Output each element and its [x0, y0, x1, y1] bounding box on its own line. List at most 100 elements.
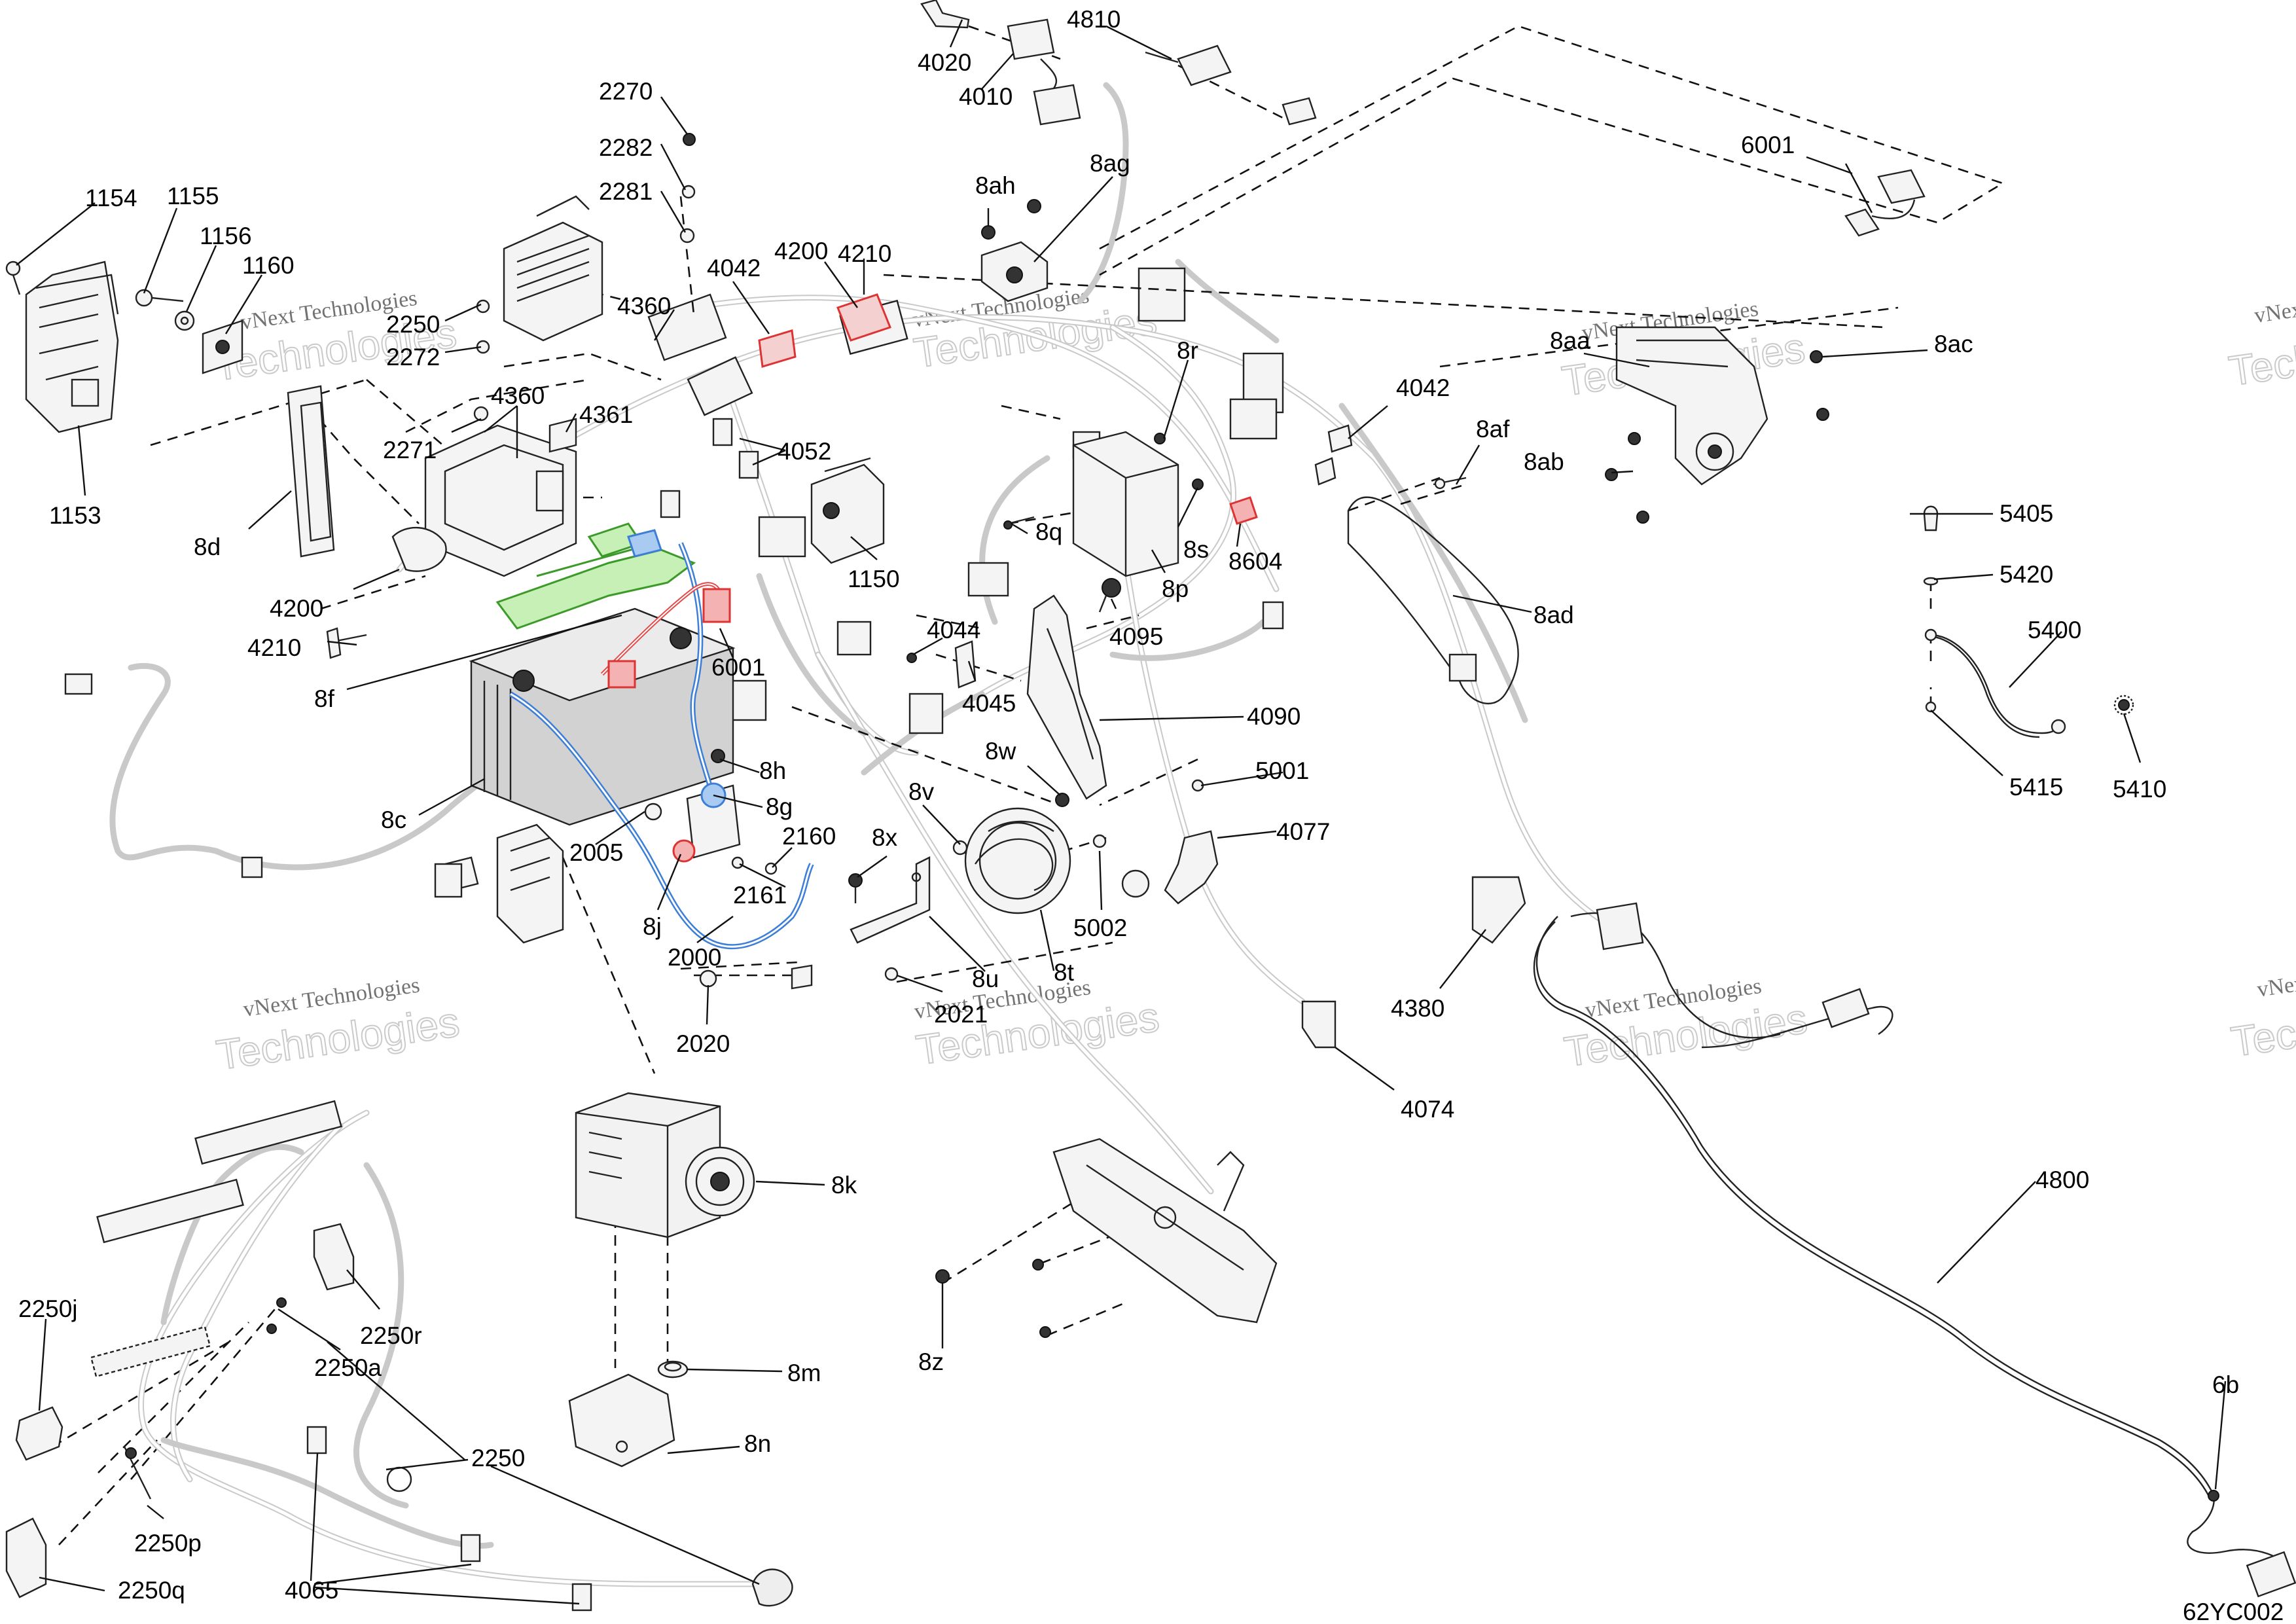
- callout-8z: 8z: [918, 1348, 944, 1375]
- relay-box-lower-left: [444, 823, 564, 944]
- callout-2005: 2005: [569, 839, 623, 866]
- callout-4200-left: 4200: [270, 595, 323, 622]
- bracket-8ad: [1347, 496, 1519, 705]
- callout-2250p: 2250p: [134, 1530, 202, 1557]
- sensor-5400-group: [1923, 505, 2134, 738]
- callout-1155: 1155: [167, 183, 219, 209]
- watermark-8: Technologies vNext Technologies: [2227, 953, 2296, 1066]
- watermark-6: Technologies vNext Technologies: [1561, 974, 1811, 1076]
- fastener-8s: [1192, 478, 1204, 490]
- callout-4065: 4065: [285, 1577, 338, 1604]
- callout-8ac: 8ac: [1934, 331, 1973, 357]
- callout-4361: 4361: [579, 401, 633, 428]
- connectors-5001-5002: [1092, 779, 1204, 898]
- bracket-4090: [1026, 594, 1107, 800]
- callout-8t: 8t: [1054, 959, 1075, 986]
- watermark-text-8: vNext Technologies: [2255, 953, 2296, 1001]
- module-8p: [1072, 431, 1179, 577]
- abs-module-8k: [575, 1092, 755, 1238]
- fuse-box-1153: [25, 261, 119, 433]
- callout-5001: 5001: [1255, 757, 1309, 784]
- grommet-8m: [657, 1360, 689, 1379]
- callout-6001-battery: 6001: [711, 654, 765, 681]
- callout-4800: 4800: [2036, 1166, 2089, 1193]
- callout-2271: 2271: [383, 437, 437, 463]
- sensor-4380: [1471, 876, 1526, 944]
- callout-1160: 1160: [242, 252, 295, 279]
- connector-4077: [1164, 830, 1219, 905]
- fuses-4052: [660, 418, 759, 518]
- callout-4044: 4044: [927, 617, 980, 643]
- connector-2250p: [123, 1446, 152, 1500]
- fasteners-2250-2272-2271: [473, 299, 490, 422]
- fasteners-2270-2282-2281: [679, 133, 696, 244]
- callout-2250q: 2250q: [118, 1577, 185, 1604]
- relay-4044-4045: [906, 640, 977, 689]
- callout-4090: 4090: [1247, 703, 1300, 730]
- callout-8f: 8f: [314, 685, 335, 712]
- nut-8w: [1055, 793, 1069, 807]
- callout-4810: 4810: [1067, 6, 1121, 33]
- clip-4074: [1301, 1000, 1336, 1049]
- cable-6001: [600, 582, 731, 689]
- callout-2160: 2160: [782, 823, 836, 850]
- callout-2270: 2270: [599, 78, 653, 105]
- callout-4210: 4210: [838, 240, 891, 267]
- actuator-8aa: [1615, 326, 1768, 486]
- callout-8m: 8m: [787, 1360, 821, 1386]
- callout-4052: 4052: [778, 438, 831, 465]
- screw-1155: [135, 289, 184, 307]
- fasteners-2020-2021: [699, 964, 899, 990]
- battery-8c: [469, 607, 736, 826]
- fuse-holder-4200-left: [391, 526, 447, 572]
- callout-8w: 8w: [985, 738, 1016, 765]
- callout-2020: 2020: [676, 1030, 730, 1057]
- grommet-plate-1160: [202, 319, 243, 374]
- pedal-assembly: [1052, 1138, 1278, 1324]
- callout-8c: 8c: [381, 806, 406, 833]
- bracket-4020: [920, 0, 970, 29]
- screw-8af: [1433, 477, 1467, 490]
- callout-2250a: 2250a: [314, 1354, 382, 1381]
- callout-8j: 8j: [643, 913, 662, 940]
- callout-4020: 4020: [918, 49, 971, 76]
- sensor-4095: [1098, 578, 1121, 613]
- callout-8g: 8g: [766, 793, 793, 820]
- callout-2021: 2021: [934, 1001, 988, 1028]
- clip-2250q: [5, 1517, 47, 1598]
- module-1150: [810, 457, 885, 564]
- callout-5002: 5002: [1073, 914, 1127, 941]
- callout-4042: 4042: [707, 255, 761, 281]
- callout-8h: 8h: [759, 757, 786, 784]
- callout-8af: 8af: [1476, 416, 1510, 442]
- callout-2250-top: 2250: [386, 311, 440, 338]
- callout-8ab: 8ab: [1524, 448, 1564, 475]
- clip-4210: [326, 627, 367, 659]
- callout-2250j: 2250j: [18, 1295, 78, 1322]
- connector-4810: [1145, 45, 1317, 126]
- callout-4010: 4010: [959, 83, 1013, 110]
- harness-2250: [90, 1100, 793, 1607]
- callout-5405: 5405: [2000, 500, 2053, 527]
- callout-8aa: 8aa: [1550, 327, 1590, 354]
- fuse-holder-4200: [758, 293, 891, 368]
- clips-4065: [306, 1426, 592, 1612]
- callout-1154: 1154: [85, 185, 137, 211]
- callout-4380: 4380: [1391, 995, 1444, 1022]
- callout-5400: 5400: [2028, 617, 2081, 643]
- callout-8k: 8k: [831, 1172, 857, 1199]
- bracket-8n: [568, 1373, 675, 1468]
- callout-5420: 5420: [2000, 561, 2053, 588]
- callout-2282: 2282: [599, 134, 653, 161]
- callout-4074: 4074: [1401, 1096, 1454, 1123]
- screws-8ah: [981, 199, 1041, 240]
- callout-8d: 8d: [194, 533, 221, 560]
- callout-2000: 2000: [668, 944, 721, 971]
- callout-4360: 4360: [491, 382, 545, 409]
- callout-5415: 5415: [2009, 774, 2063, 801]
- horn-8t: [964, 807, 1071, 914]
- module-8ag: [980, 241, 1049, 302]
- connector-6001-top: [1844, 169, 1926, 237]
- callout-2250: 2250: [471, 1445, 525, 1471]
